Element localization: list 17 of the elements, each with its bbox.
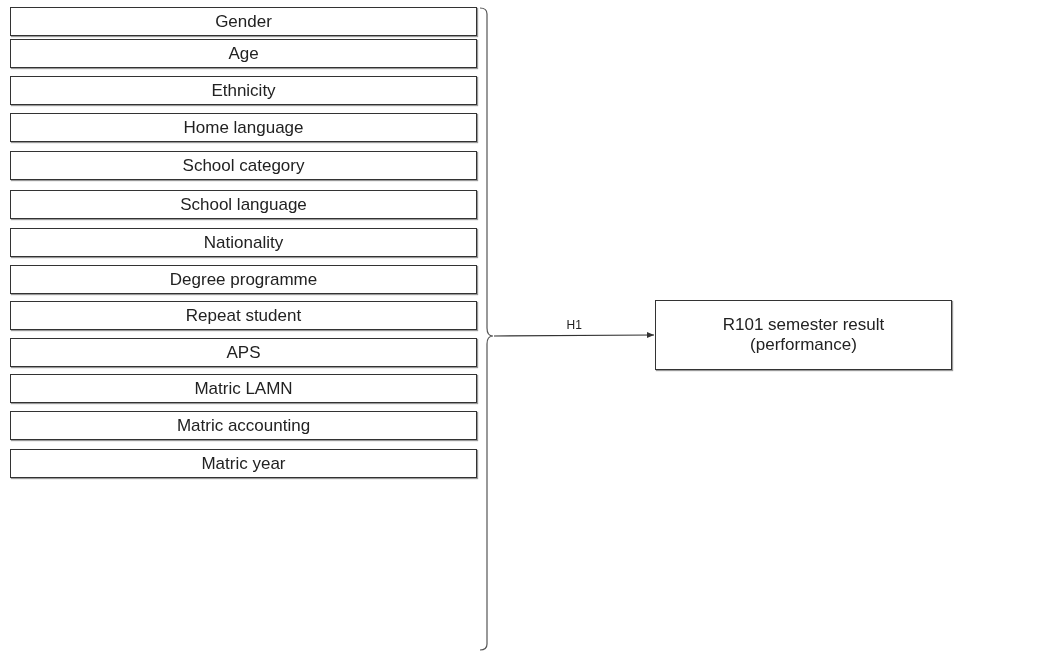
variable-box: Gender [10,7,477,36]
variable-box: Ethnicity [10,76,477,105]
variable-box: Matric LAMN [10,374,477,403]
curly-brace [479,7,494,651]
variable-box: Home language [10,113,477,142]
variable-box: Matric year [10,449,477,478]
variable-box: Repeat student [10,301,477,330]
variable-box: APS [10,338,477,367]
variable-box: Nationality [10,228,477,257]
variable-box: Degree programme [10,265,477,294]
variable-box: Matric accounting [10,411,477,440]
outcome-box: R101 semester result (performance) [655,300,952,370]
arrow [493,332,655,339]
variable-box: Age [10,39,477,68]
variable-box: School language [10,190,477,219]
variable-box: School category [10,151,477,180]
edge-label: H1 [564,318,584,332]
